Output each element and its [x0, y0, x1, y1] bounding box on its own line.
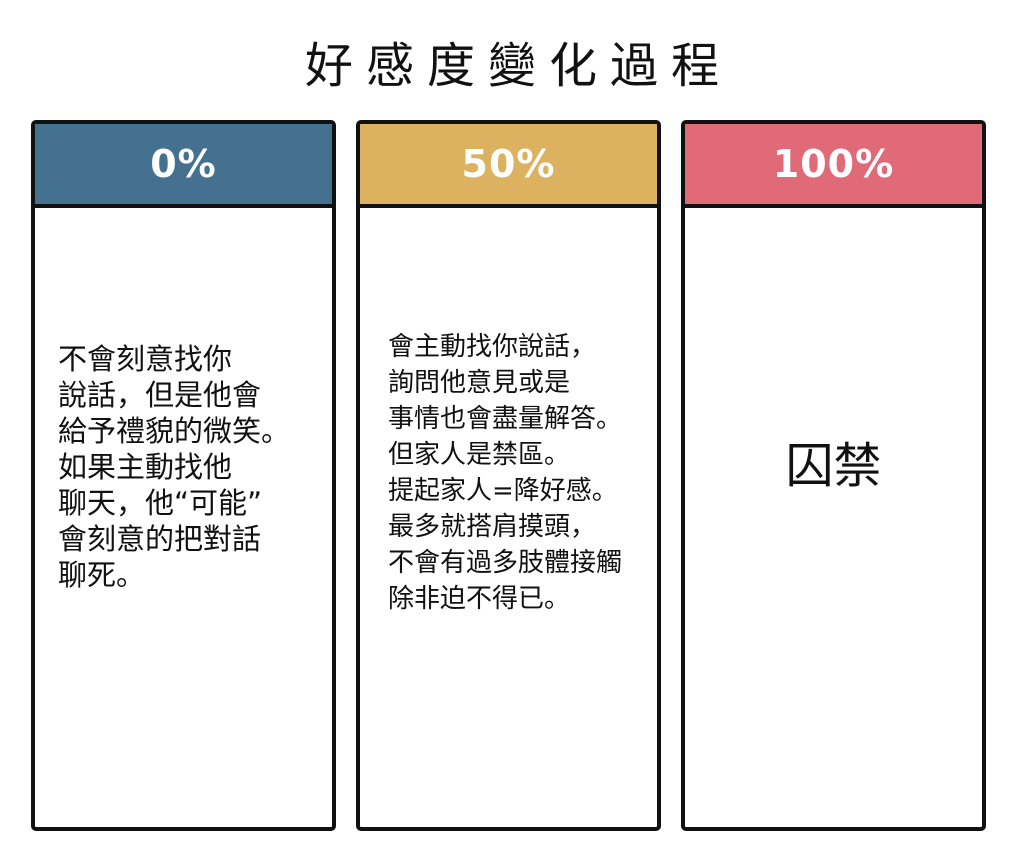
stage-card-header: 100%	[685, 124, 982, 208]
stage-description: 會主動找你說話， 詢問他意見或是 事情也會盡量解答。 但家人是禁區。 提起家人=…	[388, 332, 623, 614]
stage-card-header: 50%	[360, 124, 657, 208]
stage-card-body: 會主動找你說話， 詢問他意見或是 事情也會盡量解答。 但家人是禁區。 提起家人=…	[360, 208, 657, 827]
stage-card-50-percent: 50% 會主動找你說話， 詢問他意見或是 事情也會盡量解答。 但家人是禁區。 提…	[356, 120, 661, 831]
stage-card-header: 0%	[35, 124, 332, 208]
stage-description: 不會刻意找你 說話，但是他會 給予禮貌的微笑。 如果主動找他 聊天，他“可能” …	[58, 342, 291, 592]
stage-card-body: 不會刻意找你 說話，但是他會 給予禮貌的微笑。 如果主動找他 聊天，他“可能” …	[35, 208, 332, 827]
stage-description: 囚禁	[785, 438, 882, 494]
stage-percent-label: 100%	[772, 142, 895, 186]
diagram-title: 好感度變化過程	[304, 38, 732, 94]
stage-percent-label: 0%	[150, 142, 217, 186]
stage-percent-label: 50%	[461, 142, 556, 186]
stage-card-body: 囚禁	[685, 208, 982, 827]
stage-card-0-percent: 0% 不會刻意找你 說話，但是他會 給予禮貌的微笑。 如果主動找他 聊天，他“可…	[31, 120, 336, 831]
stage-card-100-percent: 100% 囚禁	[681, 120, 986, 831]
